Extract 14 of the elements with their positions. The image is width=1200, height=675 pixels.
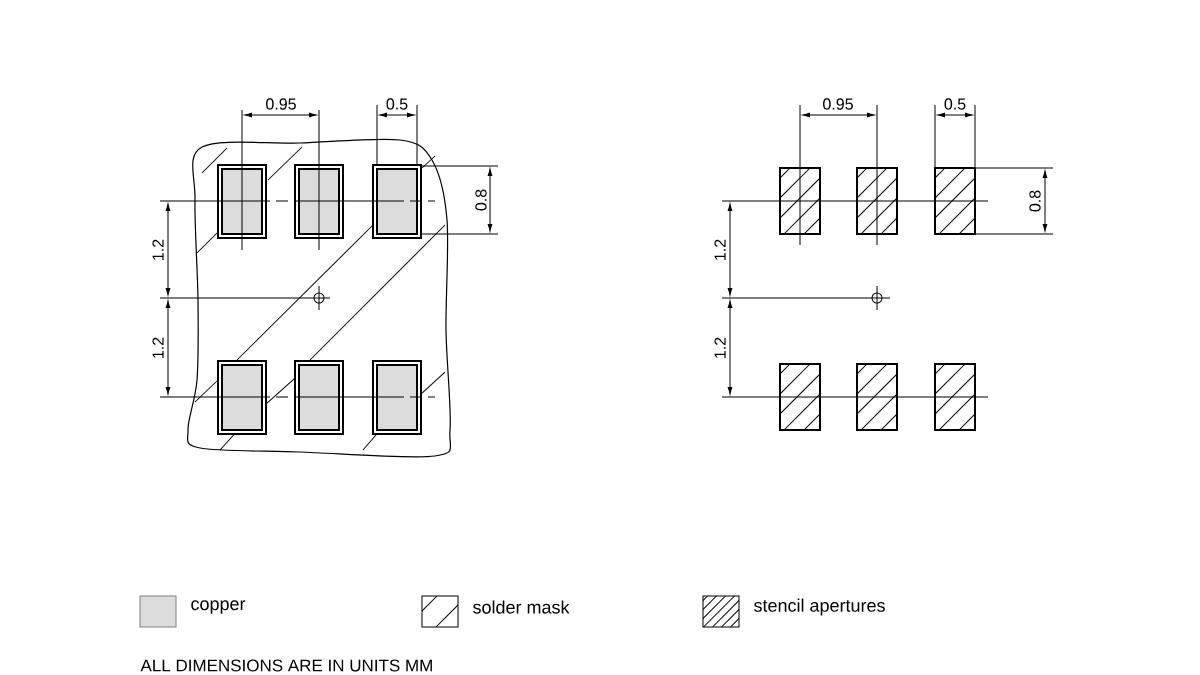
legend-label: stencil apertures (754, 598, 885, 616)
legend-label: solder mask (473, 600, 570, 614)
dimension-label: 1.2 (152, 239, 164, 260)
legend-label: copper (191, 600, 246, 614)
dimension-label: 0.5 (944, 98, 966, 110)
dimension-label: 0.8 (475, 189, 487, 211)
dimension-label: 0.95 (266, 98, 296, 110)
dimension-label: 0.95 (823, 98, 853, 110)
dimension-label: 1.2 (152, 337, 164, 358)
dimension-label: 1.2 (714, 239, 726, 260)
note: ALL DIMENSIONS ARE IN UNITS MM (140, 659, 432, 672)
dimension-label: 1.2 (714, 337, 726, 358)
dimension-label: 0.8 (1029, 190, 1041, 212)
dimension-label: 0.5 (386, 98, 408, 110)
